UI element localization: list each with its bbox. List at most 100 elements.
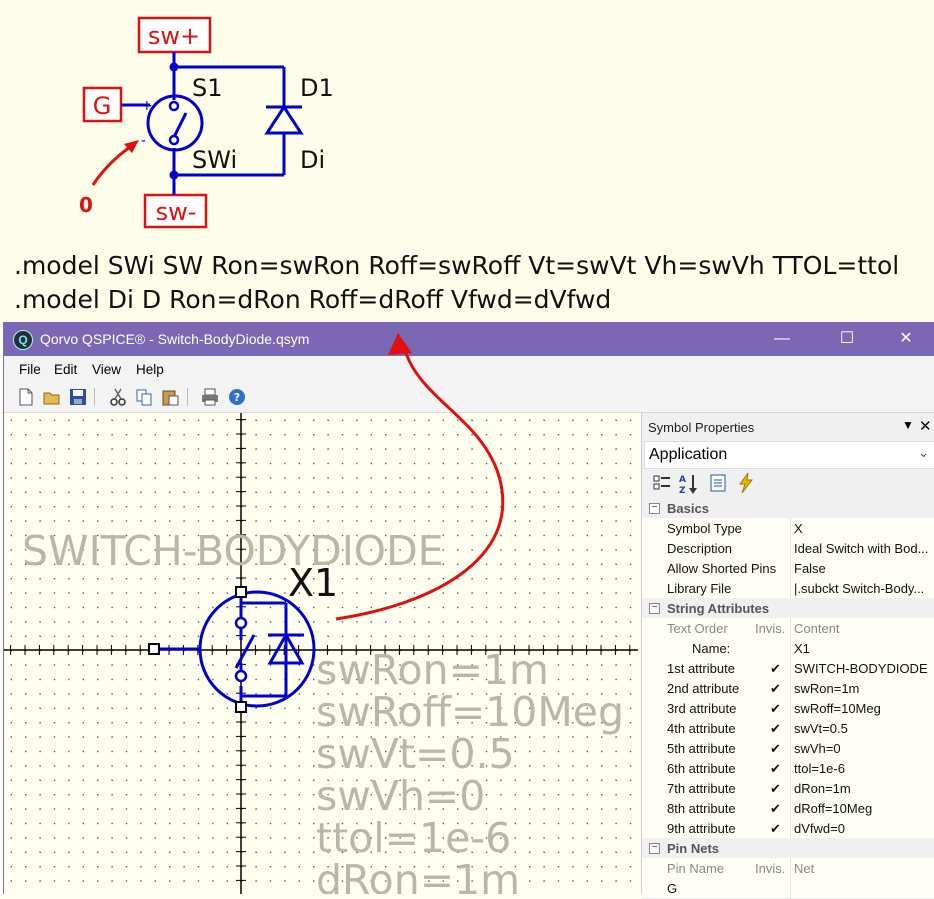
grid-dot	[529, 434, 531, 436]
invisible-checkbox[interactable]: ✔	[770, 661, 781, 676]
attribute-text[interactable]: dRon=1m	[316, 856, 520, 894]
grid-dot	[298, 419, 300, 421]
menu-file[interactable]: File	[19, 362, 41, 377]
attribute-row[interactable]: 9th attribute✔dVfwd=0	[642, 818, 934, 839]
maximize-button[interactable]: ☐	[839, 330, 855, 347]
help-icon[interactable]: ?	[228, 388, 246, 406]
grid-dot	[111, 736, 113, 738]
invisible-checkbox[interactable]: ✔	[770, 701, 781, 716]
annotation-arrowhead	[124, 140, 139, 153]
property-pages-icon[interactable]	[708, 473, 728, 493]
attribute-text[interactable]: ttol=1e-6	[316, 814, 511, 862]
grid-dot	[269, 866, 272, 868]
grid-dot	[212, 563, 214, 565]
pin-row[interactable]: G	[642, 878, 934, 899]
events-lightning-icon[interactable]	[736, 472, 756, 494]
grid-dot	[313, 520, 315, 522]
category-pin-nets[interactable]: −Pin Nets	[642, 838, 934, 858]
symbol-canvas[interactable]: SWITCH-BODYDIODE X1	[4, 413, 638, 894]
symbol-name-text[interactable]: SWITCH-BODYDIODE	[22, 527, 444, 575]
grid-dot	[111, 491, 113, 493]
grid-dot	[183, 419, 185, 421]
pin-left-g[interactable]	[148, 643, 160, 655]
grid-dot	[313, 678, 315, 681]
collapse-icon[interactable]: −	[649, 503, 660, 514]
grid-dot	[82, 866, 84, 868]
new-file-icon[interactable]	[17, 388, 35, 406]
cut-icon[interactable]	[109, 388, 127, 406]
grid-dot	[413, 693, 416, 695]
name-row[interactable]: Name:X1	[642, 638, 934, 659]
property-row[interactable]: Library File|.subckt Switch-Body...	[642, 578, 934, 599]
attribute-text[interactable]: swRoff=10Meg	[316, 688, 624, 736]
pin-top[interactable]	[235, 586, 247, 598]
invisible-checkbox[interactable]: ✔	[770, 721, 781, 736]
menu-help[interactable]: Help	[136, 362, 164, 377]
invisible-checkbox[interactable]: ✔	[770, 801, 781, 816]
attribute-text[interactable]: swVh=0	[316, 772, 485, 820]
invisible-checkbox[interactable]: ✔	[770, 681, 781, 696]
title-bar[interactable]: Q Qorvo QSPICE® - Switch-BodyDiode.qsym …	[4, 322, 934, 356]
grid-dot	[457, 750, 459, 753]
invisible-checkbox[interactable]: ✔	[770, 781, 781, 796]
attribute-row[interactable]: 4th attribute✔swVt=0.5	[642, 718, 934, 739]
grid-dot	[183, 506, 185, 508]
grid-dot	[356, 736, 358, 738]
categorized-view-icon[interactable]	[652, 473, 672, 493]
grid-dot	[25, 549, 27, 551]
grid-dot	[97, 419, 99, 421]
panel-dropdown-icon[interactable]: ▼	[902, 418, 914, 432]
invisible-checkbox[interactable]: ✔	[770, 741, 781, 756]
minimize-button[interactable]: —	[774, 330, 790, 347]
symbol-circle[interactable]	[198, 590, 316, 708]
alphabetical-sort-icon[interactable]: AZ	[678, 473, 700, 495]
grid-dot	[226, 434, 228, 436]
panel-close-icon[interactable]: ✕	[919, 418, 932, 435]
grid-dot	[385, 693, 387, 695]
label-swi: SWi	[192, 146, 237, 174]
attribute-row[interactable]: 1st attribute✔SWITCH-BODYDIODE	[642, 658, 934, 679]
grid-dot	[428, 794, 430, 796]
close-button[interactable]: ✕	[899, 330, 913, 347]
menu-view[interactable]: View	[92, 362, 122, 377]
collapse-icon[interactable]: −	[649, 843, 660, 854]
attribute-row[interactable]: 3rd attribute✔swRoff=10Meg	[642, 698, 934, 719]
print-icon[interactable]	[201, 388, 219, 406]
pin-bottom[interactable]	[235, 701, 247, 713]
grid-dot	[68, 563, 70, 565]
attribute-row[interactable]: 7th attribute✔dRon=1m	[642, 778, 934, 799]
grid-dot	[68, 506, 70, 508]
grid-dot	[197, 880, 200, 882]
grid-dot	[500, 851, 502, 853]
attribute-text[interactable]: swRon=1m	[316, 646, 549, 694]
category-basics[interactable]: −Basics	[642, 498, 934, 518]
copy-icon[interactable]	[135, 388, 153, 406]
attribute-row[interactable]: 2nd attribute✔swRon=1m	[642, 678, 934, 699]
grid-dot	[629, 664, 632, 666]
grid-dot	[529, 866, 531, 868]
grid-dot	[97, 707, 99, 709]
grid-dot	[226, 563, 228, 565]
grid-dot	[53, 880, 56, 882]
save-icon[interactable]	[69, 388, 87, 406]
paste-icon[interactable]	[161, 388, 179, 406]
grid-dot	[514, 462, 516, 465]
menu-edit[interactable]: Edit	[54, 362, 78, 377]
collapse-icon[interactable]: −	[649, 603, 660, 614]
grid-dot	[529, 678, 531, 681]
grid-dot	[313, 563, 315, 565]
invisible-checkbox[interactable]: ✔	[770, 761, 781, 776]
invisible-checkbox[interactable]: ✔	[770, 821, 781, 836]
instance-name-text[interactable]: X1	[288, 561, 338, 605]
attribute-row[interactable]: 6th attribute✔ttol=1e-6	[642, 758, 934, 779]
attribute-row[interactable]: 8th attribute✔dRoff=10Meg	[642, 798, 934, 819]
attribute-row[interactable]: 5th attribute✔swVh=0	[642, 738, 934, 759]
open-folder-icon[interactable]	[43, 388, 61, 406]
grid-dot	[543, 434, 545, 436]
object-selector[interactable]: Application ⌄	[644, 441, 934, 469]
attribute-text[interactable]: swVt=0.5	[316, 730, 515, 778]
category-string-attributes[interactable]: −String Attributes	[642, 598, 934, 618]
